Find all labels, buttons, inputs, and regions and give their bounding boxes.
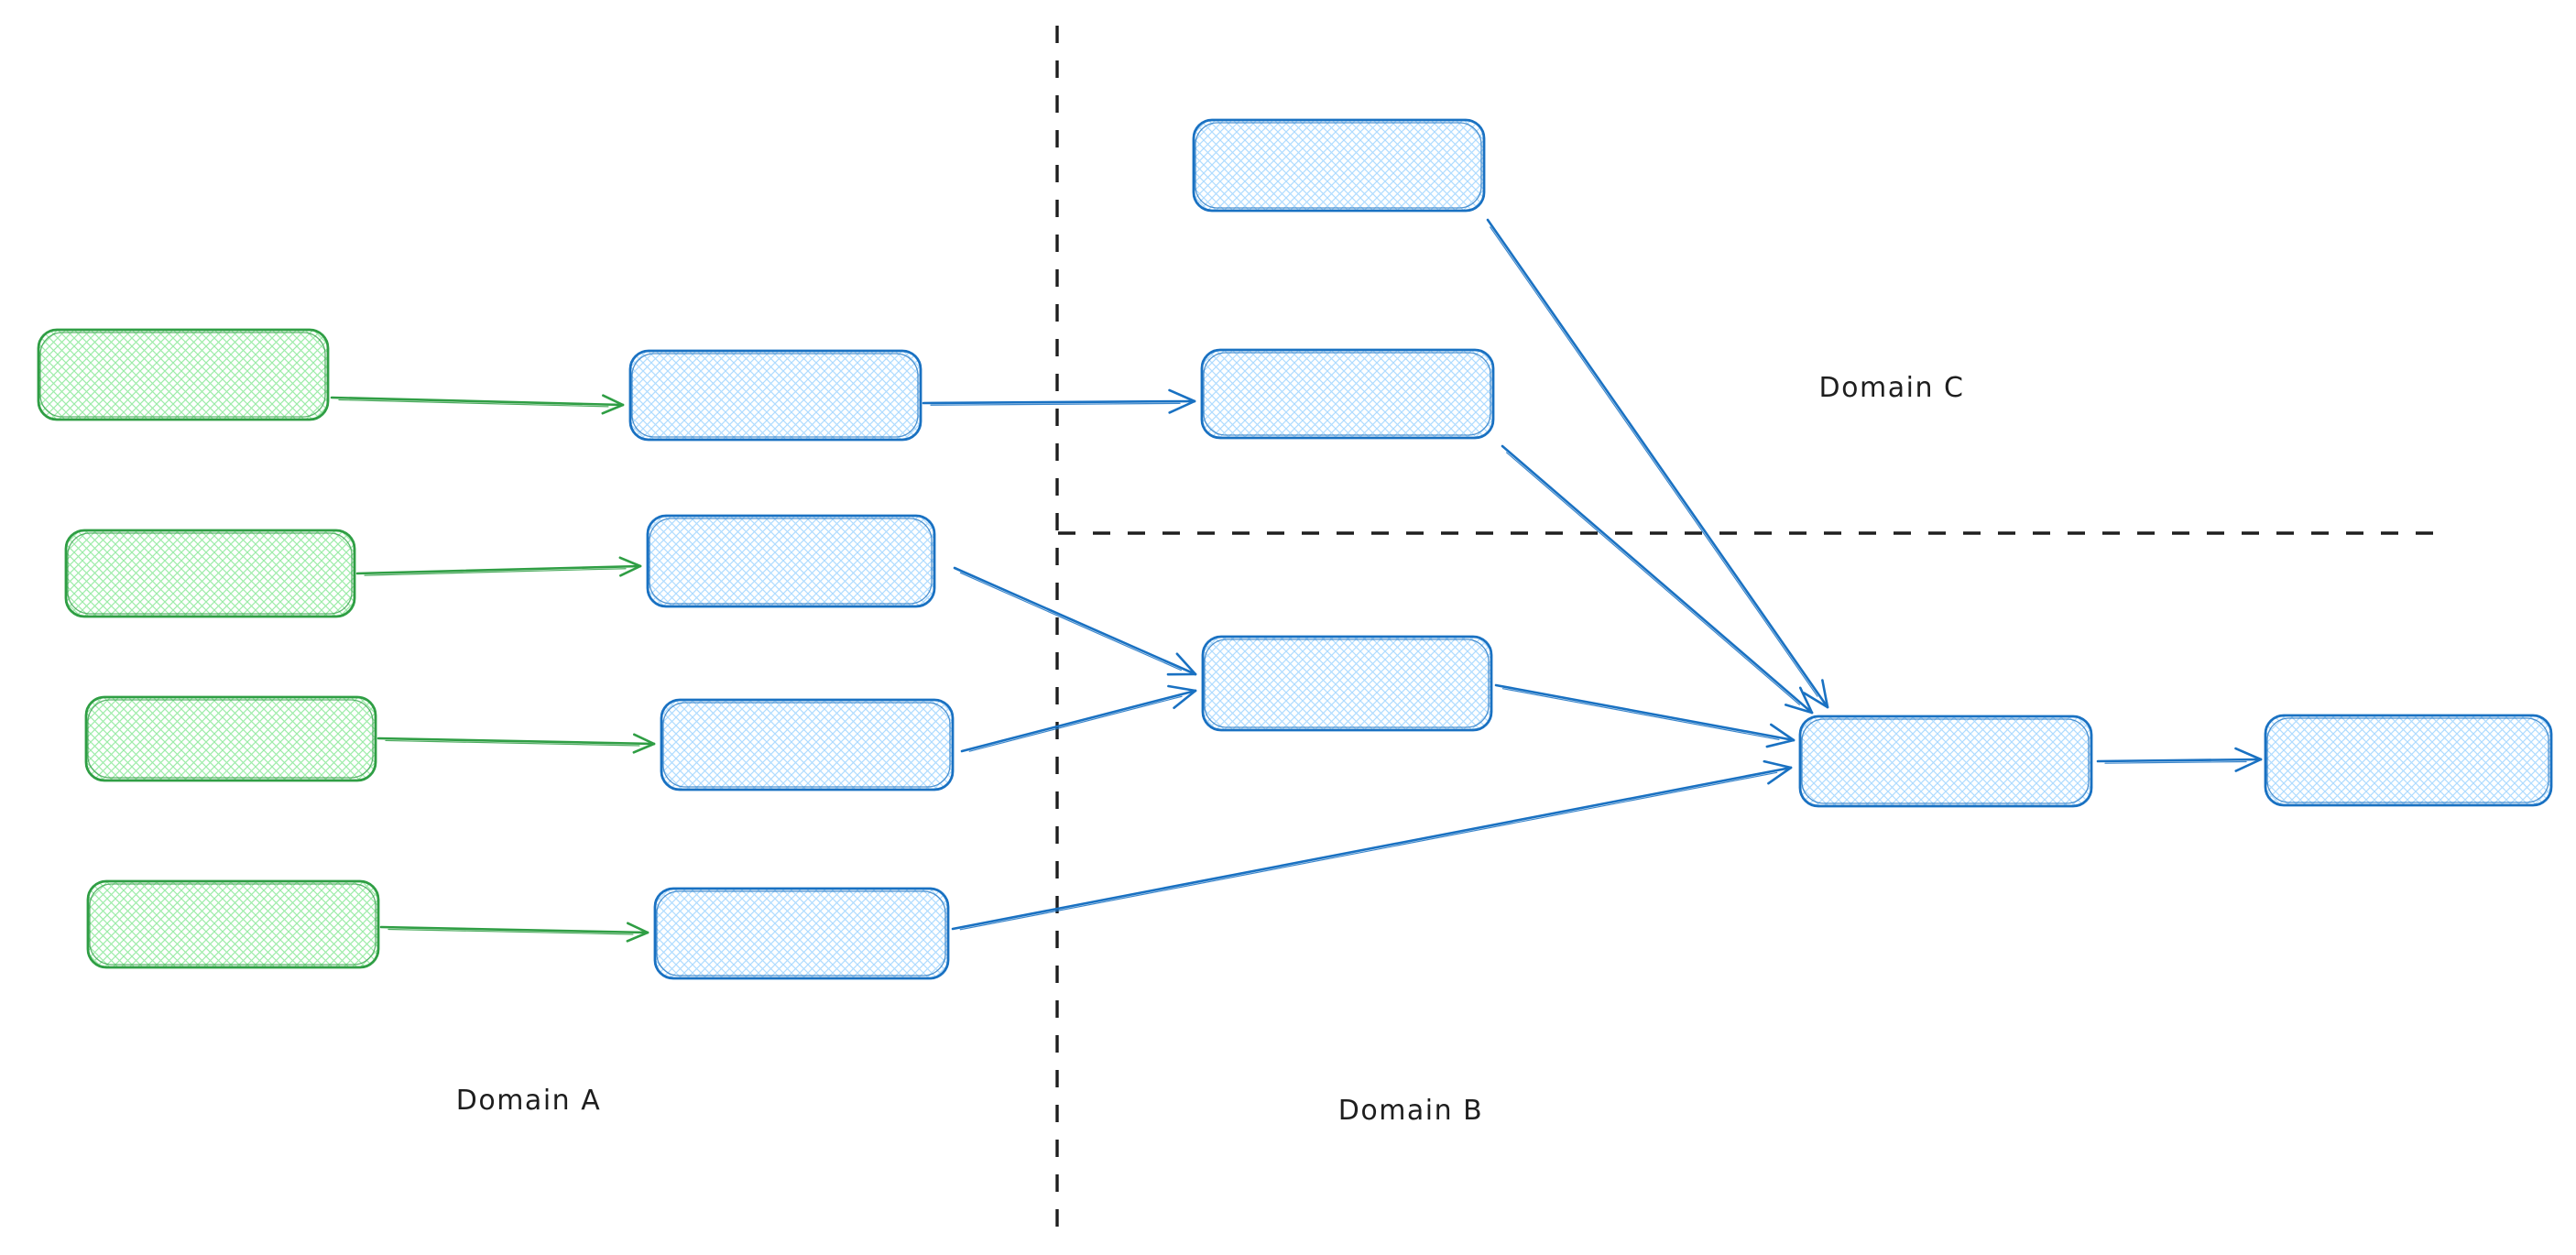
source-node-1 <box>37 328 330 421</box>
edge-source2-to-a2 <box>355 556 642 577</box>
edge-b1-to-aggregator <box>1501 444 1814 715</box>
source-node-2 <box>64 529 356 618</box>
edge-a1-to-b1 <box>922 388 1196 414</box>
edge-c-to-aggregator <box>1486 218 1829 709</box>
domain-a-label: Domain A <box>456 1085 601 1117</box>
domain-a-node-3 <box>660 698 955 791</box>
domain-b-label: Domain B <box>1338 1095 1484 1127</box>
edge-source1-to-a1 <box>330 394 625 415</box>
edge-a3-to-b2 <box>960 684 1197 753</box>
source-node-3 <box>84 695 377 782</box>
aggregator-node <box>1798 715 2093 808</box>
edge-a2-to-b2 <box>953 566 1197 676</box>
edge-source4-to-a4 <box>379 922 649 943</box>
domain-a-node-4 <box>653 887 950 980</box>
domain-a-node-2 <box>646 514 936 608</box>
edge-b2-to-aggregator <box>1494 683 1796 748</box>
edge-source3-to-a3 <box>377 733 656 754</box>
output-node <box>2264 714 2553 807</box>
domain-b-node-2 <box>1201 635 1493 732</box>
edge-aggregator-to-output <box>2096 747 2263 772</box>
edge-a4-to-aggregator <box>951 759 1793 931</box>
domain-b-node-1 <box>1200 348 1495 440</box>
domain-a-node-1 <box>628 349 922 442</box>
domain-c-node <box>1192 118 1486 213</box>
source-node-4 <box>86 879 380 969</box>
domain-c-label: Domain C <box>1819 372 1965 404</box>
